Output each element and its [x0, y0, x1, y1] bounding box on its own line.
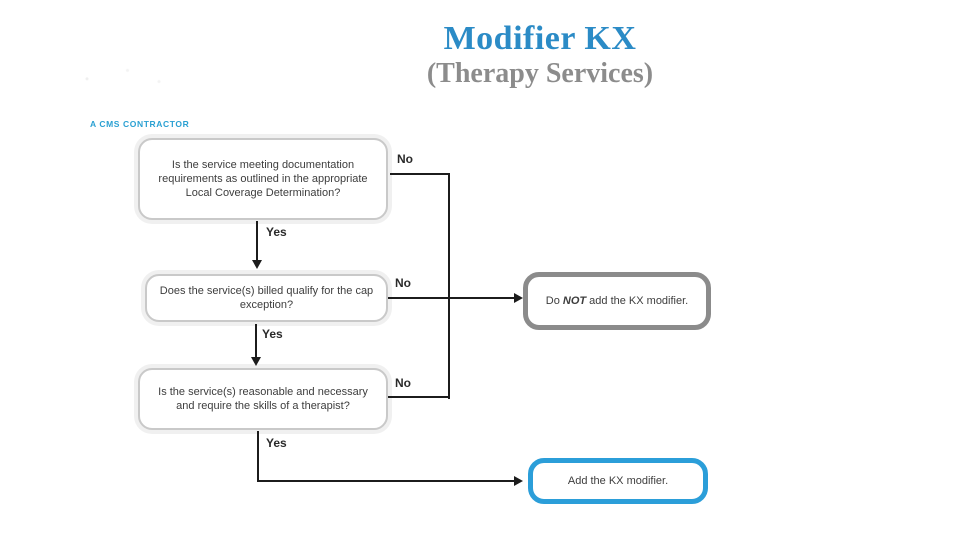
yes-label-1: Yes — [266, 225, 287, 239]
yes-connector-3-horizontal — [257, 480, 519, 482]
outcome-negative-text: Do NOT add the KX modifier. — [545, 295, 689, 307]
question-box-reasonable-necessary: Is the service(s) reasonable and necessa… — [138, 368, 388, 430]
question-text-3: Is the service(s) reasonable and necessa… — [158, 386, 368, 412]
cms-contractor-label: A CMS CONTRACTOR — [90, 119, 190, 129]
yes-connector-1 — [256, 221, 258, 262]
yes-label-3: Yes — [266, 436, 287, 450]
no-connector-2 — [388, 297, 519, 299]
yes-connector-3-vertical — [257, 431, 259, 482]
outcome-positive-text: Add the KX modifier. — [567, 475, 669, 487]
no-connector-1 — [390, 173, 450, 175]
question-box-cap-exception: Does the service(s) billed qualify for t… — [145, 274, 388, 322]
arrowhead-yes-2 — [251, 357, 261, 366]
no-label-2: No — [395, 276, 411, 290]
page-subtitle: (Therapy Services) — [426, 58, 654, 89]
question-text-2: Does the service(s) billed qualify for t… — [159, 285, 374, 311]
yes-connector-2 — [255, 324, 257, 359]
page-title: Modifier KX — [443, 20, 637, 57]
question-text-1: Is the service meeting documentation req… — [158, 159, 368, 199]
yes-label-2: Yes — [262, 327, 283, 341]
arrowhead-yes-1 — [252, 260, 262, 269]
outcome-box-add-kx: Add the KX modifier. — [528, 458, 708, 504]
not-emphasis: NOT — [562, 295, 587, 307]
page-header: Modifier KX (Therapy Services) — [160, 20, 920, 90]
outcome-box-do-not-add: Do NOT add the KX modifier. — [523, 272, 711, 330]
no-connector-3 — [388, 396, 450, 398]
no-trunk-connector — [448, 173, 450, 399]
arrowhead-to-add-kx-box — [514, 476, 523, 486]
no-label-3: No — [395, 376, 411, 390]
faded-logo — [78, 62, 168, 90]
no-label-1: No — [397, 152, 413, 166]
question-box-documentation: Is the service meeting documentation req… — [138, 138, 388, 220]
arrowhead-to-do-not-box — [514, 293, 523, 303]
